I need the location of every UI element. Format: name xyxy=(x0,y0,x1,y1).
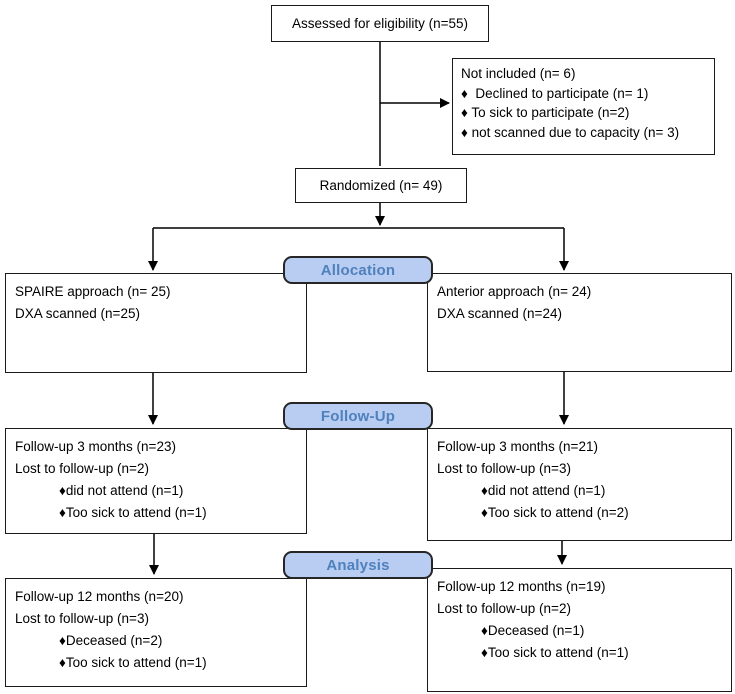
analysis-left-reason: ♦Deceased (n=2) xyxy=(59,633,163,648)
followup-left-reason: ♦did not attend (n=1) xyxy=(59,483,184,498)
analysis-right-line: Follow-up 12 months (n=19) xyxy=(437,579,606,594)
analysis-left-line: Follow-up 12 months (n=20) xyxy=(15,589,184,604)
allocation-left-line: SPAIRE approach (n= 25) xyxy=(15,284,171,299)
box-followup-3m-anterior: Follow-up 3 months (n=21) Lost to follow… xyxy=(427,428,732,541)
randomized-label: Randomized (n= 49) xyxy=(319,177,443,193)
analysis-badge-label: Analysis xyxy=(326,556,390,574)
allocation-right-line: DXA scanned (n=24) xyxy=(437,306,562,321)
box-analysis-12m-spaire: Follow-up 12 months (n=20) Lost to follo… xyxy=(5,578,307,687)
box-not-included: Not included (n= 6) ♦ Declined to partic… xyxy=(452,58,715,155)
analysis-right-reason: ♦Too sick to attend (n=1) xyxy=(481,645,629,660)
allocation-right-line: Anterior approach (n= 24) xyxy=(437,284,592,299)
analysis-right-line: Lost to follow-up (n=2) xyxy=(437,601,571,616)
analysis-badge: Analysis xyxy=(283,551,433,579)
followup-left-line: Follow-up 3 months (n=23) xyxy=(15,439,176,454)
followup-left-line: Lost to follow-up (n=2) xyxy=(15,461,149,476)
box-allocation-spaire: SPAIRE approach (n= 25) DXA scanned (n=2… xyxy=(5,273,307,373)
assessed-label: Assessed for eligibility (n=55) xyxy=(292,15,468,31)
follow-up-badge-label: Follow-Up xyxy=(320,407,396,425)
allocation-badge-label: Allocation xyxy=(320,261,396,279)
followup-right-reason: ♦did not attend (n=1) xyxy=(481,483,606,498)
not-included-reason: ♦ not scanned due to capacity (n= 3) xyxy=(461,124,680,140)
followup-left-reason: ♦Too sick to attend (n=1) xyxy=(59,505,207,520)
not-included-title: Not included (n= 6) xyxy=(461,66,576,81)
not-included-reason: ♦ To sick to participate (n=2) xyxy=(461,105,630,120)
not-included-reason: ♦ Declined to participate (n= 1) xyxy=(461,85,649,101)
analysis-left-line: Lost to follow-up (n=3) xyxy=(15,611,149,626)
box-followup-3m-spaire: Follow-up 3 months (n=23) Lost to follow… xyxy=(5,428,307,534)
analysis-right-reason: ♦Deceased (n=1) xyxy=(481,623,585,638)
follow-up-badge: Follow-Up xyxy=(283,402,433,430)
analysis-left-reason: ♦Too sick to attend (n=1) xyxy=(59,655,207,670)
box-analysis-12m-anterior: Follow-up 12 months (n=19) Lost to follo… xyxy=(427,568,732,692)
box-randomized: Randomized (n= 49) xyxy=(295,168,467,203)
box-assessed-for-eligibility: Assessed for eligibility (n=55) xyxy=(271,5,489,42)
followup-right-line: Lost to follow-up (n=3) xyxy=(437,461,571,476)
allocation-left-line: DXA scanned (n=25) xyxy=(15,306,140,321)
box-allocation-anterior: Anterior approach (n= 24) DXA scanned (n… xyxy=(427,273,732,372)
allocation-badge: Allocation xyxy=(283,256,433,284)
followup-right-line: Follow-up 3 months (n=21) xyxy=(437,439,598,454)
followup-right-reason: ♦Too sick to attend (n=2) xyxy=(481,505,629,520)
